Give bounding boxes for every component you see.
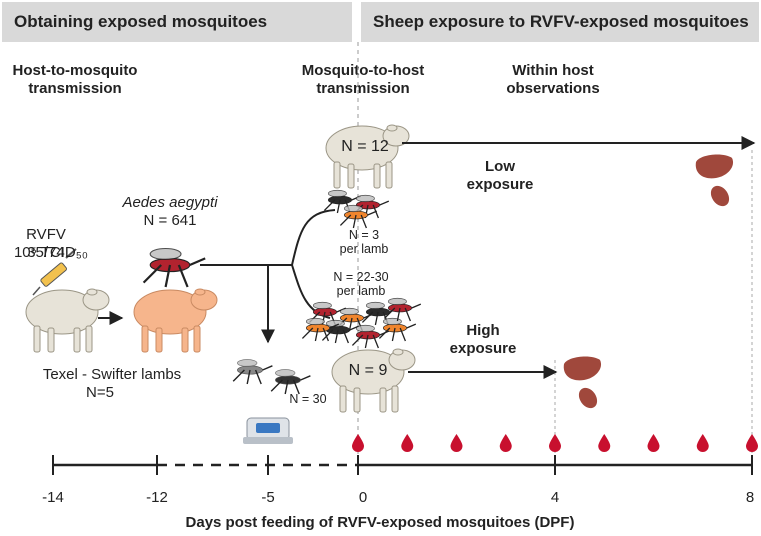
low-exposure-label-line1: Low: [485, 158, 515, 175]
tick-label: -5: [261, 489, 275, 506]
donor-lamb-illustration: [25, 288, 110, 353]
organs-day4-icon: [563, 356, 602, 412]
high-exposure-label: High exposure: [428, 322, 538, 358]
high-exposure-label-line1: High: [466, 322, 500, 339]
timeline-ticks: [52, 455, 753, 475]
lab-instrument-icon: [243, 417, 293, 444]
high-group-sheep-count: N = 9: [348, 362, 388, 379]
mosquito-species: Aedes aegypti: [122, 194, 218, 211]
virus-dose: 10⁵ TCID₅₀: [13, 244, 89, 261]
label-within-host-line1: Within host: [512, 62, 594, 79]
tick-label: -14: [42, 489, 64, 506]
blood-drop-icon: [746, 434, 758, 452]
low-group-sheep-count: N = 12: [341, 138, 389, 155]
blood-drop-icon: [549, 434, 561, 452]
timeline-axis-title: Days post feeding of RVFV-exposed mosqui…: [185, 514, 575, 531]
label-within-host-line2: observations: [506, 80, 600, 97]
infected-lamb-illustration: [133, 288, 218, 353]
header-sheep-exposure: Sheep exposure to RVFV-exposed mosquitoe…: [361, 2, 759, 42]
tick-label: 8: [745, 489, 755, 506]
high-exposure-mosquitoes: [301, 297, 422, 349]
feeding-mosquito-icon: [142, 247, 207, 289]
tick-label: 4: [550, 489, 560, 506]
blood-sample-drops: [352, 434, 758, 452]
low-exposure-label: Low exposure: [445, 158, 555, 194]
branch-low: [291, 209, 336, 266]
label-within-host: Within host observations: [488, 62, 618, 98]
label-host-to-mosquito-line2: transmission: [28, 80, 122, 97]
low-exposure-label-line2: exposure: [466, 176, 534, 193]
high-bites-n: N = 22-30: [333, 270, 389, 284]
label-mosquito-to-host-line1: Mosquito-to-host: [301, 62, 425, 79]
low-exposure-sheep: [325, 124, 410, 189]
high-exposure-label-line2: exposure: [449, 340, 517, 357]
blood-drop-icon: [450, 434, 463, 452]
high-bites-unit: per lamb: [336, 284, 386, 298]
blood-drop-icon: [499, 434, 512, 452]
blood-drop-icon: [598, 434, 611, 452]
low-bites-per-lamb: N = 3 per lamb: [324, 228, 404, 256]
tested-mosquito-count: N = 30: [289, 392, 327, 406]
tick-label: 0: [358, 489, 368, 506]
blood-drop-icon: [352, 434, 364, 452]
donor-lamb-count: N=5: [86, 384, 114, 401]
tested-mosquitoes: [232, 358, 312, 395]
organs-day8-icon: [695, 154, 734, 210]
label-host-to-mosquito-line1: Host-to-mosquito: [12, 62, 138, 79]
blood-drop-icon: [696, 434, 709, 452]
low-bites-n: N = 3: [348, 228, 380, 242]
syringe-icon: [32, 248, 77, 296]
donor-lamb-breed: Texel - Swifter lambs: [42, 366, 182, 383]
mosquito-count: N = 641: [143, 212, 197, 229]
label-mosquito-to-host: Mosquito-to-host transmission: [288, 62, 438, 98]
header-obtaining-mosquitoes: Obtaining exposed mosquitoes: [2, 2, 352, 42]
high-bites-per-lamb: N = 22-30 per lamb: [316, 270, 406, 298]
tick-label: -12: [146, 489, 168, 506]
label-mosquito-to-host-line2: transmission: [316, 80, 410, 97]
virus-strain: RVFV 35/74: [26, 226, 66, 261]
low-bites-unit: per lamb: [339, 242, 389, 256]
blood-drop-icon: [401, 434, 414, 452]
blood-drop-icon: [647, 434, 660, 452]
label-host-to-mosquito: Host-to-mosquito transmission: [0, 62, 150, 98]
